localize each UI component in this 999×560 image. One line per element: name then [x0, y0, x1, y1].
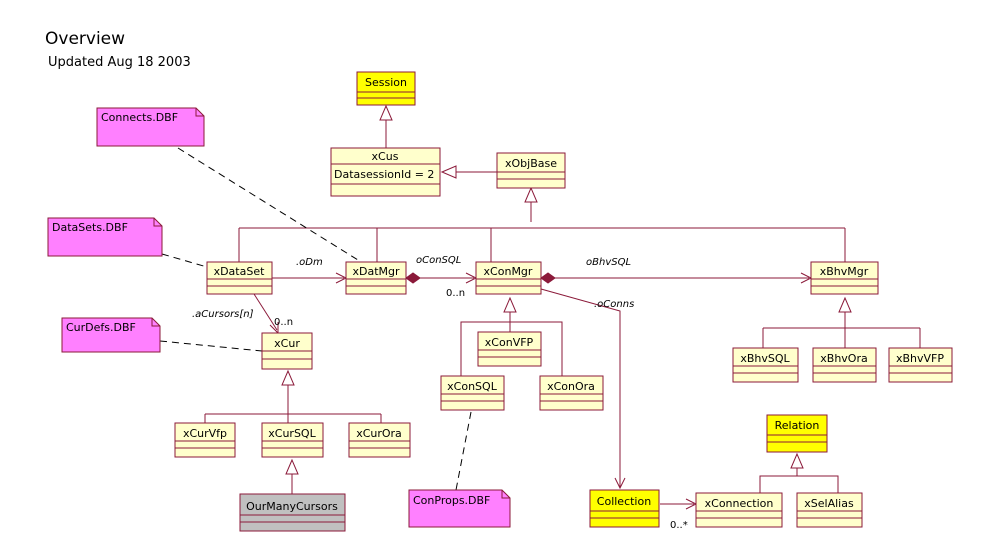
note-connects-text: Connects.DBF [101, 111, 178, 124]
note-conprops-text: ConProps.DBF [413, 494, 490, 507]
class-xdatmgr-name: xDatMgr [352, 265, 400, 278]
class-xconmgr[interactable]: xConMgr [475, 261, 542, 295]
label-collection-multiplicity: 0..* [670, 520, 688, 531]
class-xconsql[interactable]: xConSQL [440, 375, 505, 411]
class-xselalias-name: xSelAlias [804, 497, 854, 510]
note-datasets-text: DataSets.DBF [52, 221, 128, 234]
class-xbhvmgr[interactable]: xBhvMgr [810, 261, 879, 295]
class-xcurora-name: xCurOra [356, 427, 402, 440]
class-xcus-attribute: DatasessionId = 2 [334, 168, 434, 181]
class-xcurvfp[interactable]: xCurVfp [174, 422, 236, 458]
note-connects[interactable]: Connects.DBF [96, 107, 205, 147]
class-xbhvsql-name: xBhvSQL [740, 352, 790, 365]
class-xobjbase[interactable]: xObjBase [496, 152, 566, 189]
class-xdatmgr[interactable]: xDatMgr [345, 261, 407, 295]
class-xcursql-name: xCurSQL [268, 427, 316, 440]
label-oconsql-multiplicity: 0..n [446, 288, 465, 299]
note-curdefs[interactable]: CurDefs.DBF [61, 317, 161, 353]
association-labels: .oDm oConSQL 0..n oBhvSQL .oConns .aCurs… [192, 255, 688, 531]
class-xbhvvfp[interactable]: xBhvVFP [888, 347, 953, 383]
generalization-arrowheads [281, 104, 852, 475]
class-xdataset-name: xDataSet [214, 265, 266, 278]
class-xcurora[interactable]: xCurOra [348, 422, 411, 458]
class-xobjbase-name: xObjBase [505, 157, 557, 170]
class-xbhvmgr-name: xBhvMgr [820, 265, 869, 278]
class-xconnection[interactable]: xConnection [695, 492, 783, 528]
class-xcursql[interactable]: xCurSQL [261, 422, 324, 458]
class-xselalias[interactable]: xSelAlias [796, 492, 863, 528]
class-relation-name: Relation [775, 419, 820, 432]
relationship-lines [204, 120, 921, 505]
page-subtitle: Updated Aug 18 2003 [48, 55, 191, 70]
aggregation-diamonds [405, 272, 556, 284]
label-odm: .oDm [296, 257, 323, 268]
class-xconvfp-name: xConVFP [485, 336, 534, 349]
class-xconora-name: xConOra [547, 380, 595, 393]
class-ourmanycursors[interactable]: OurManyCursors [239, 493, 346, 532]
class-xconvfp[interactable]: xConVFP [477, 331, 542, 367]
class-xbhvsql[interactable]: xBhvSQL [732, 347, 799, 383]
note-curdefs-text: CurDefs.DBF [66, 321, 136, 334]
class-xconora[interactable]: xConOra [539, 375, 604, 411]
page-title: Overview [45, 29, 125, 49]
class-xcurvfp-name: xCurVfp [183, 427, 227, 440]
class-xcur[interactable]: xCur [261, 332, 313, 370]
label-oconns: .oConns [594, 299, 634, 310]
class-ourmanycursors-name: OurManyCursors [246, 500, 338, 513]
class-session-name: Session [365, 76, 407, 89]
class-xbhvora-name: xBhvOra [820, 352, 867, 365]
class-collection[interactable]: Collection [589, 489, 660, 528]
class-xbhvora[interactable]: xBhvOra [812, 347, 877, 383]
class-xcus-name: xCus [372, 150, 399, 163]
class-xconsql-name: xConSQL [447, 380, 498, 393]
label-oconsql: oConSQL [416, 255, 461, 266]
class-xconmgr-name: xConMgr [484, 265, 533, 278]
class-collection-name: Collection [597, 495, 651, 508]
label-acursors-multiplicity: 0..n [274, 317, 293, 328]
label-acursors: .aCursors[n] [192, 309, 254, 320]
note-conprops[interactable]: ConProps.DBF [408, 489, 511, 528]
note-datasets[interactable]: DataSets.DBF [47, 217, 163, 257]
class-xcur-name: xCur [274, 337, 300, 350]
label-obhvsql: oBhvSQL [586, 257, 631, 268]
note-attachments [159, 147, 472, 491]
class-xdataset[interactable]: xDataSet [206, 261, 273, 295]
class-xbhvvfp-name: xBhvVFP [896, 352, 944, 365]
class-xcus[interactable]: xCus DatasessionId = 2 [330, 147, 441, 197]
class-relation[interactable]: Relation [766, 414, 828, 453]
class-session[interactable]: Session [356, 71, 416, 106]
class-xconnection-name: xConnection [705, 497, 774, 510]
